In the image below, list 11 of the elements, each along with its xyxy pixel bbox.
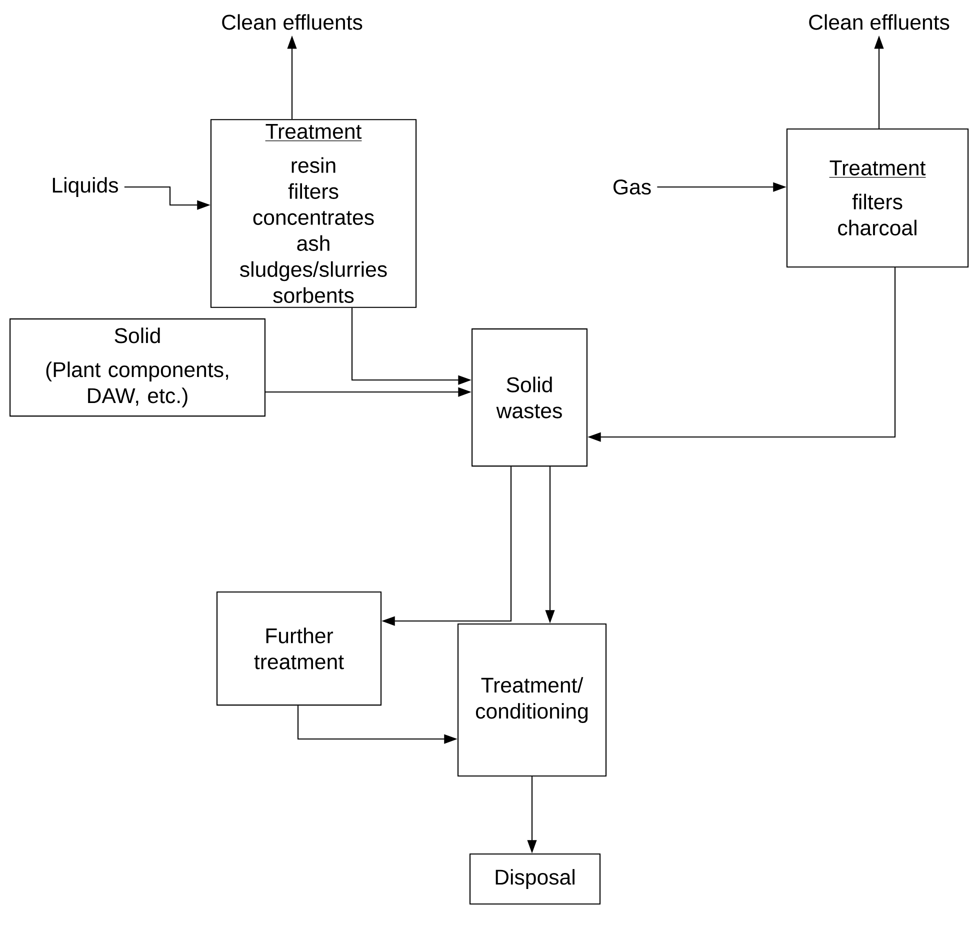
process-box: Solid wastes	[472, 328, 588, 467]
flow-label: Liquids	[52, 177, 118, 197]
process-box: Disposal	[469, 853, 601, 905]
process-box: Treatment resin filters concentrates ash sludges/slurries sorbents	[210, 119, 417, 308]
process-box: Further treatment	[216, 591, 382, 706]
flow-label: Gas	[614, 179, 651, 195]
flow-label: Clean effluents	[809, 14, 950, 30]
flow-label: Clean effluents	[222, 14, 362, 30]
process-box: Solid (Plant components, DAW, etc.)	[10, 318, 266, 417]
process-box: Treatment/ conditioning	[457, 623, 607, 777]
process-box: Treatment filters charcoal	[786, 128, 969, 268]
